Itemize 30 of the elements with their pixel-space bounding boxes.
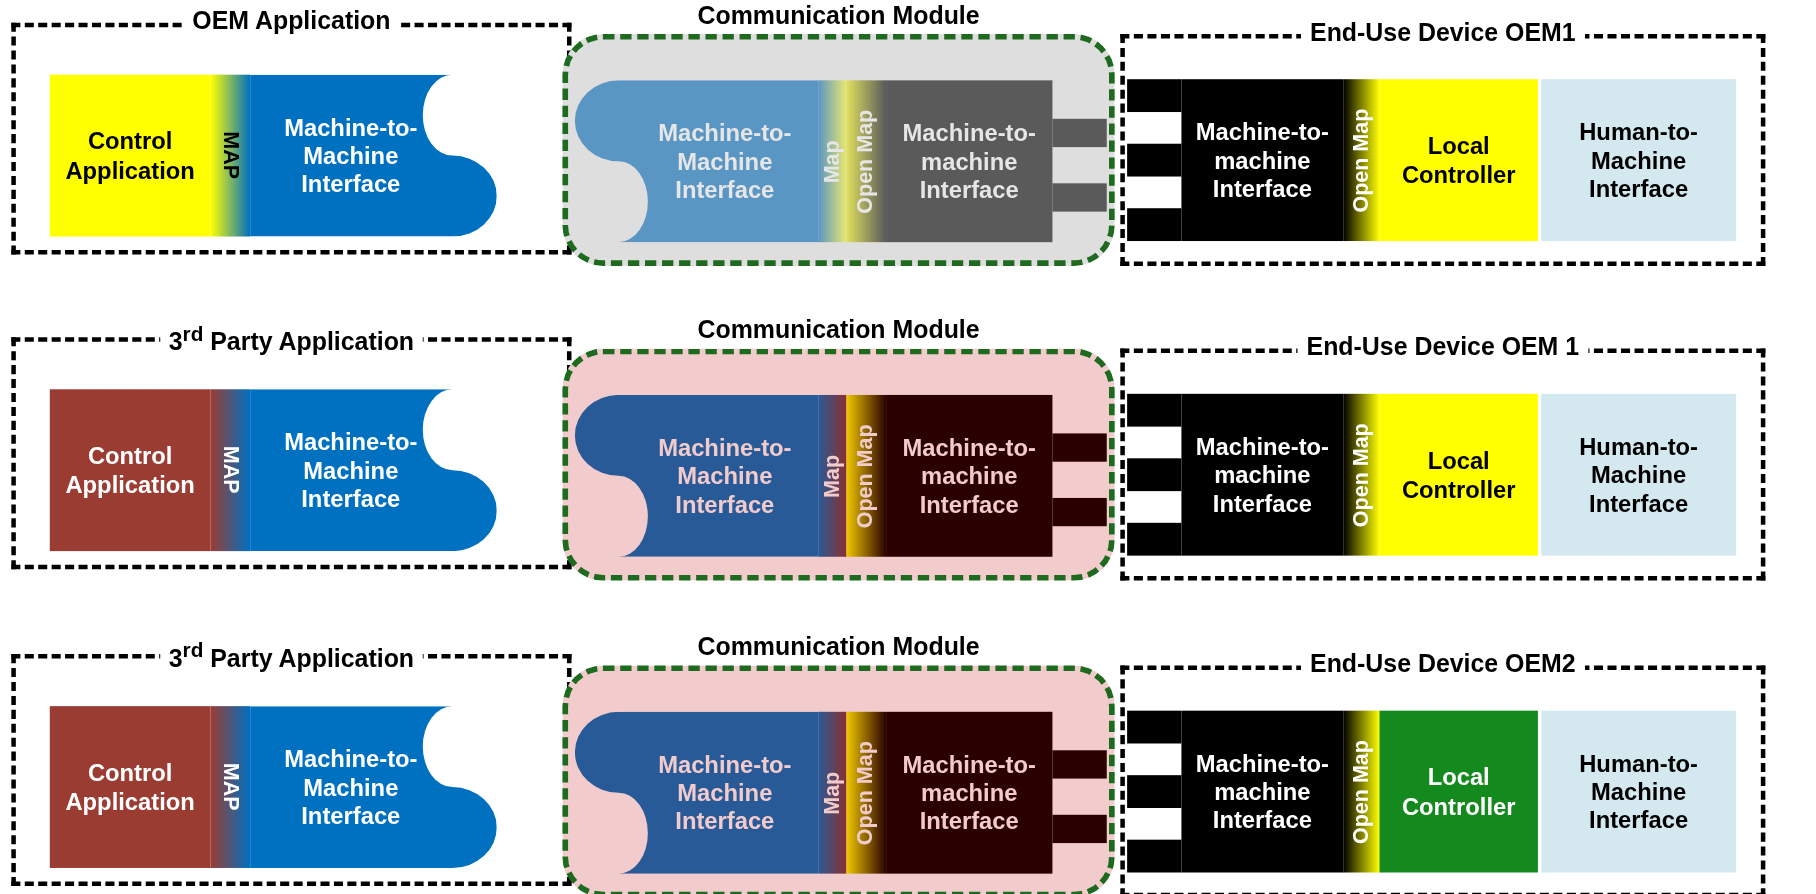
interface-block: Human-to-Machine Interface xyxy=(1541,79,1736,242)
map-strip: Open Map xyxy=(846,80,887,243)
application-block: Control Application xyxy=(49,389,211,552)
interface-block: Machine-to-Machine Interface xyxy=(250,706,497,868)
map-strip: MAP xyxy=(210,706,251,868)
interface-block: Machine-to-Machine Interface xyxy=(574,394,819,557)
interface-block: Machine-to-Machine Interface xyxy=(250,74,497,237)
group-title: Communication Module xyxy=(696,1,981,31)
interface-block: Human-to-Machine Interface xyxy=(1541,393,1736,556)
map-strip: Open Map xyxy=(846,711,887,874)
map-strip: Open Map xyxy=(1343,710,1380,873)
map-strip: Open Map xyxy=(1343,393,1380,556)
map-strip: Open Map xyxy=(1343,79,1380,242)
interface-block: Machine-to-Machine Interface xyxy=(574,80,819,243)
interface-block: Machine-to-Machine Interface xyxy=(250,389,497,552)
group-title: Communication Module xyxy=(696,315,981,346)
map-strip: Open Map xyxy=(846,394,887,557)
map-strip: Map xyxy=(818,80,847,243)
controller-block: Local Controller xyxy=(1379,79,1538,242)
application-block: Control Application xyxy=(49,706,211,868)
map-strip: Map xyxy=(818,711,847,874)
interface-block: Machine-to-Machine Interface xyxy=(574,711,819,874)
map-strip: Map xyxy=(818,394,847,557)
controller-block: Local Controller xyxy=(1379,710,1538,873)
controller-block: Local Controller xyxy=(1379,393,1538,556)
map-strip: MAP xyxy=(210,389,251,552)
map-strip: MAP xyxy=(210,74,251,237)
group-title: Communication Module xyxy=(696,632,981,662)
interface-block: Human-to-Machine Interface xyxy=(1541,710,1736,873)
application-block: Control Application xyxy=(49,74,211,237)
